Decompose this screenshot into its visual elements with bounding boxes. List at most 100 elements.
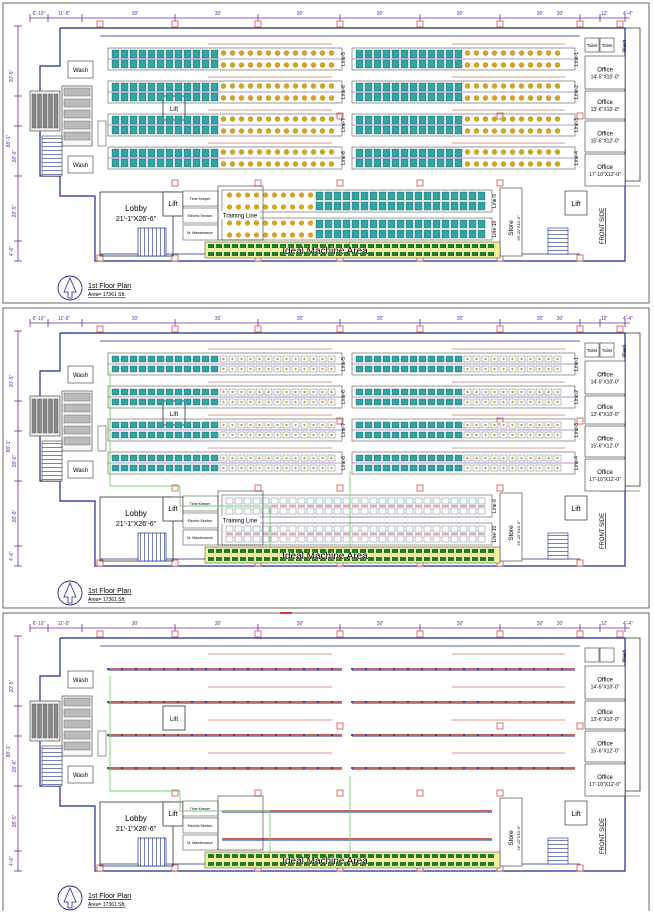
- machine-table: [409, 388, 418, 396]
- machine-seat: [265, 161, 272, 167]
- line-node: [463, 734, 465, 736]
- machine-seat: [328, 128, 335, 134]
- machine-table: [355, 464, 364, 472]
- small-room: [97, 425, 107, 452]
- column: [576, 559, 584, 567]
- machine-table: [391, 464, 400, 472]
- training-label-bg: [220, 821, 260, 829]
- machine-seat: [226, 204, 233, 210]
- idle-machine: [304, 252, 310, 256]
- idle-machine: [488, 854, 494, 858]
- machine-table: [192, 431, 201, 439]
- idle-machine: [264, 252, 270, 256]
- machine-seat: [473, 116, 480, 122]
- machine-seat: [265, 95, 272, 101]
- idle-machine: [232, 244, 238, 248]
- machine-table: [441, 219, 450, 229]
- line-node: [331, 668, 333, 670]
- idle-machine: [368, 549, 374, 553]
- machine-seat: [556, 456, 559, 460]
- machine-table: [436, 115, 445, 125]
- machine-table: [414, 507, 423, 515]
- machine-table: [360, 201, 369, 211]
- idle-machine: [288, 854, 294, 858]
- machine-seat: [253, 232, 260, 238]
- machine-table: [342, 201, 351, 211]
- machine-table: [201, 355, 210, 363]
- machine-seat: [276, 456, 279, 460]
- line-node: [449, 767, 451, 769]
- machine-table: [477, 229, 486, 239]
- idle-machine: [344, 557, 350, 561]
- machine-seat: [319, 50, 326, 56]
- column: [496, 484, 504, 492]
- machine-table: [183, 355, 192, 363]
- idle-machine: [368, 854, 374, 858]
- machine-seat: [310, 116, 317, 122]
- idle-machine: [384, 549, 390, 553]
- machine-seat: [475, 367, 478, 371]
- machine-seat: [554, 161, 561, 167]
- toilet-stall: [63, 730, 91, 740]
- line-labels: Line-1Line-2Line-3Line-4Line-5Line-6Line…: [341, 357, 580, 543]
- idle-machine: [272, 549, 278, 553]
- machine-seat: [509, 50, 516, 56]
- machine-seat: [511, 357, 514, 361]
- machine-seat: [475, 466, 478, 470]
- machine-table: [183, 158, 192, 168]
- machine-seat: [312, 357, 315, 361]
- line-label: Line-4: [574, 151, 580, 165]
- machine-table: [111, 115, 120, 125]
- machine-table: [400, 148, 409, 158]
- toilet-label: Toilet: [602, 348, 613, 353]
- office-room: [584, 90, 626, 120]
- machine-seat: [484, 390, 487, 394]
- machine-table: [183, 82, 192, 92]
- red-marker: [280, 612, 292, 614]
- idle-machine: [368, 244, 374, 248]
- machine-table: [391, 49, 400, 59]
- top-dimension-label: 30': [215, 621, 222, 627]
- machine-table: [445, 92, 454, 102]
- idle-machine: [248, 557, 254, 561]
- machine-seat: [321, 400, 324, 404]
- idle-machine: [312, 557, 318, 561]
- left-dimension-label: 28'-6": [12, 454, 18, 467]
- idle-machine: [424, 862, 430, 866]
- idle-machine: [424, 549, 430, 553]
- column: [171, 254, 179, 262]
- machine-table: [210, 388, 219, 396]
- top-dimension-strip: 6'-10"11'-5"30'30'30'30'30'30'30'12'4'-4…: [29, 621, 633, 632]
- idle-machine: [352, 244, 358, 248]
- electric-section-label: Electric Section: [188, 519, 213, 523]
- line-label: Line-8: [341, 151, 347, 165]
- idle-machine: [376, 244, 382, 248]
- idle-machine: [432, 244, 438, 248]
- machine-table: [436, 421, 445, 429]
- office-size: 15'-6"X12'-0": [591, 749, 620, 755]
- column: [171, 179, 179, 187]
- machine-table: [261, 525, 270, 533]
- line-node: [205, 668, 207, 670]
- idle-machine: [360, 244, 366, 248]
- stair-steps: [137, 532, 167, 562]
- machine-table: [120, 115, 129, 125]
- idle-machine: [456, 244, 462, 248]
- machine-seat: [274, 62, 281, 68]
- machine-seat: [249, 423, 252, 427]
- machine-seat: [249, 433, 252, 437]
- machine-table: [315, 525, 324, 533]
- machine-table: [445, 421, 454, 429]
- machine-table: [192, 125, 201, 135]
- machine-seat: [509, 128, 516, 134]
- machine-table: [156, 464, 165, 472]
- column: [496, 789, 504, 797]
- machine-seat: [330, 423, 333, 427]
- machine-table: [201, 49, 210, 59]
- idle-machine: [208, 252, 214, 256]
- machine-table: [378, 497, 387, 505]
- machine-seat: [509, 116, 516, 122]
- top-dimension-label: 6'-10": [33, 621, 46, 627]
- maintenance-label: M. Maintenance: [187, 536, 213, 540]
- side-stair: [41, 135, 63, 177]
